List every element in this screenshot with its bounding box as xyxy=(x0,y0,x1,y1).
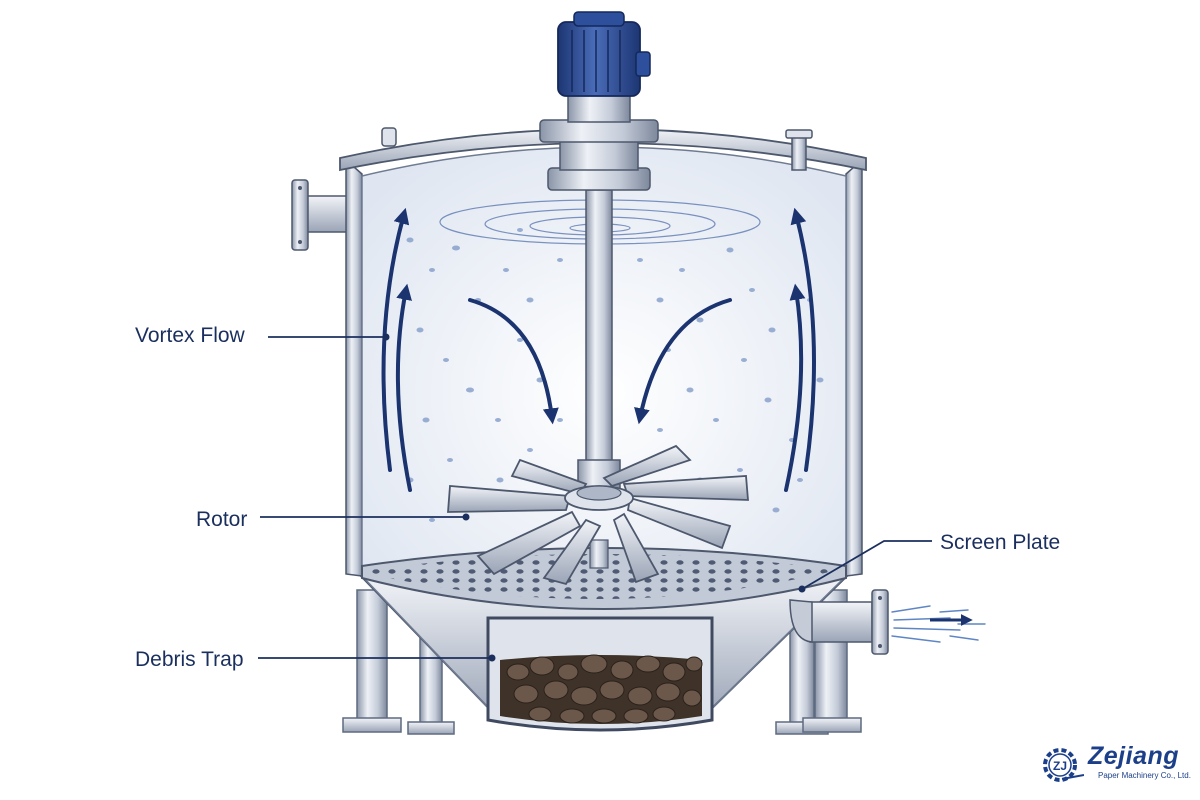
rotor-hub xyxy=(564,485,634,511)
gear-icon: ZJ xyxy=(1043,748,1084,782)
label-screen-plate: Screen Plate xyxy=(940,531,1061,554)
label-vortex-flow: Vortex Flow xyxy=(135,324,245,347)
debris-rocks xyxy=(506,654,703,724)
screen-plate xyxy=(361,547,847,610)
logo-badge: ZJ xyxy=(1053,759,1067,773)
label-rotor: Rotor xyxy=(196,508,248,531)
rotor-blades xyxy=(447,444,749,586)
outlet-pipe xyxy=(789,589,889,655)
bearing-housing xyxy=(539,119,659,191)
inlet-pipe xyxy=(291,179,351,251)
brand-logo: ZJ Zejiang Paper Machinery Co., Ltd. xyxy=(1040,742,1191,788)
logo-subtitle: Paper Machinery Co., Ltd. xyxy=(1098,771,1191,780)
leader-lines xyxy=(258,333,932,662)
water-spray xyxy=(891,605,986,643)
motor xyxy=(557,11,651,123)
debris-trap xyxy=(486,616,714,732)
label-debris-trap: Debris Trap xyxy=(135,648,244,671)
logo-name: Zejiang xyxy=(1088,742,1180,770)
leader-screen-plate xyxy=(803,540,932,589)
